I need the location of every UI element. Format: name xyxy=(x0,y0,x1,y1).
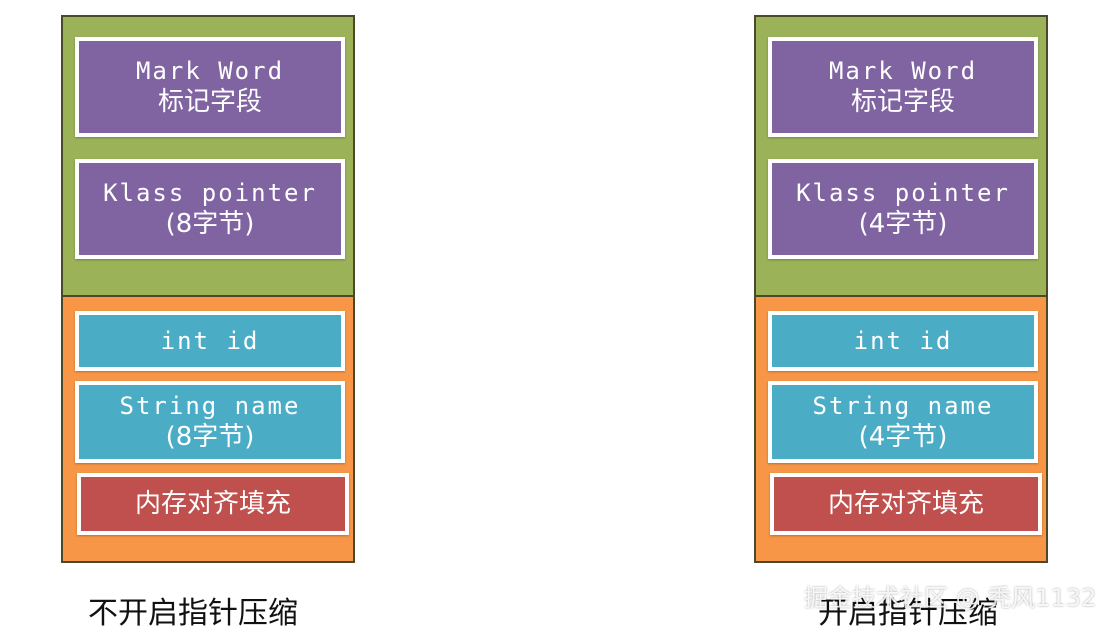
mark-word-block: Mark Word 标记字段 xyxy=(768,37,1038,137)
klass-pointer-label: Klass pointer xyxy=(796,178,1010,207)
instance-data-section: int id String name (8字节) 内存对齐填充 xyxy=(61,295,355,563)
string-name-label: String name xyxy=(119,391,301,420)
klass-pointer-label: Klass pointer xyxy=(103,178,317,207)
string-name-size: (8字节) xyxy=(165,421,255,452)
int-id-label: int id xyxy=(853,327,953,355)
caption-compressed: 开启指针压缩 xyxy=(818,596,998,631)
klass-pointer-block: Klass pointer (8字节) xyxy=(75,159,345,259)
int-id-field: int id xyxy=(75,311,345,371)
klass-pointer-size: (8字节) xyxy=(165,208,255,239)
alignment-padding-block: 内存对齐填充 xyxy=(77,473,349,535)
klass-pointer-size: (4字节) xyxy=(858,208,948,239)
string-name-field: String name (8字节) xyxy=(75,381,345,463)
mark-word-label: Mark Word xyxy=(135,56,285,85)
string-name-label: String name xyxy=(812,391,994,420)
object-header-section: Mark Word 标记字段 Klass pointer (4字节) xyxy=(754,15,1048,297)
alignment-padding-block: 内存对齐填充 xyxy=(770,473,1042,535)
object-header-section: Mark Word 标记字段 Klass pointer (8字节) xyxy=(61,15,355,297)
int-id-label: int id xyxy=(160,327,260,355)
object-layout-uncompressed: Mark Word 标记字段 Klass pointer (8字节) int i… xyxy=(61,15,355,563)
string-name-size: (4字节) xyxy=(858,421,948,452)
klass-pointer-block: Klass pointer (4字节) xyxy=(768,159,1038,259)
mark-word-cn-label: 标记字段 xyxy=(850,86,955,117)
string-name-field: String name (4字节) xyxy=(768,381,1038,463)
int-id-field: int id xyxy=(768,311,1038,371)
mark-word-label: Mark Word xyxy=(828,56,978,85)
instance-data-section: int id String name (4字节) 内存对齐填充 xyxy=(754,295,1048,563)
mark-word-cn-label: 标记字段 xyxy=(157,86,262,117)
caption-uncompressed: 不开启指针压缩 xyxy=(88,596,298,631)
alignment-padding-label: 内存对齐填充 xyxy=(134,488,291,519)
object-layout-compressed: Mark Word 标记字段 Klass pointer (4字节) int i… xyxy=(754,15,1048,563)
alignment-padding-label: 内存对齐填充 xyxy=(827,488,984,519)
mark-word-block: Mark Word 标记字段 xyxy=(75,37,345,137)
watermark-text: 掘金技术社区 @ 秃风1132 xyxy=(804,584,1097,612)
